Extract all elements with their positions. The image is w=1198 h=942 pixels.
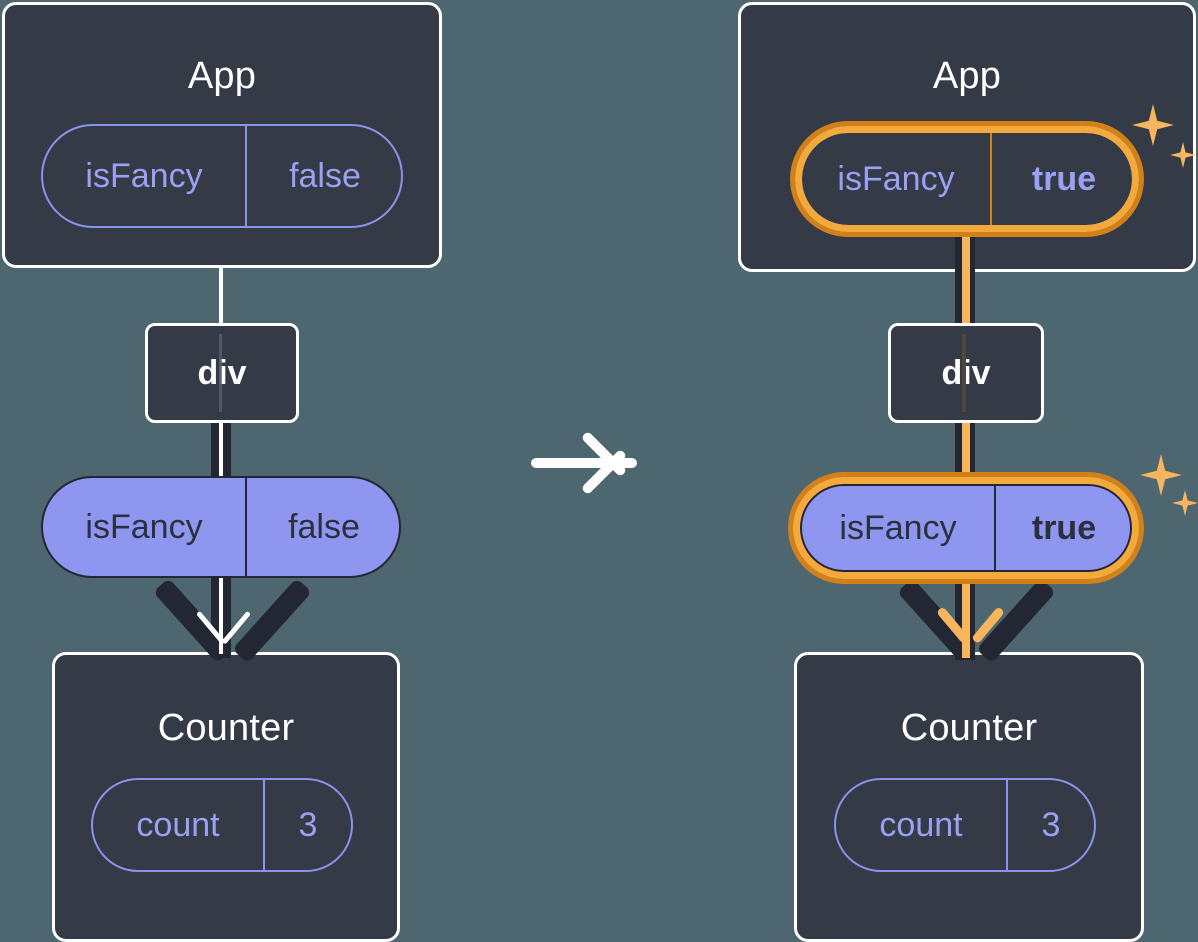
counter-state-pill-before[interactable]: count 3 xyxy=(91,778,353,872)
connector-through-div-after xyxy=(962,334,966,412)
counter-state-pill-after[interactable]: count 3 xyxy=(834,778,1096,872)
arrowhead-light-before xyxy=(196,610,251,662)
div-label-before: div xyxy=(197,353,247,392)
app-title-after: App xyxy=(932,55,1002,97)
connector-div-to-prop-line-before xyxy=(219,420,223,492)
prop-pill-before[interactable]: isFancy false xyxy=(41,476,401,578)
div-label-after: div xyxy=(941,353,991,392)
app-state-value-before: false xyxy=(289,156,361,195)
sparkle-big-icon xyxy=(1132,104,1174,146)
counter-state-key-before: count xyxy=(136,805,220,844)
pill-separator xyxy=(990,133,992,225)
pill-separator xyxy=(245,126,247,226)
sparkles-app-after xyxy=(1128,100,1198,190)
prop-value-before: false xyxy=(288,507,360,546)
counter-title-before: Counter xyxy=(157,707,295,749)
prop-key-after: isFancy xyxy=(839,508,957,547)
app-state-pill-after[interactable]: isFancy true xyxy=(800,131,1134,227)
counter-state-key-after: count xyxy=(879,805,963,844)
counter-title-after: Counter xyxy=(900,707,1038,749)
app-state-pill-before[interactable]: isFancy false xyxy=(41,124,403,228)
sparkles-prop-after xyxy=(1136,450,1198,536)
connector-app-to-div-before xyxy=(219,266,223,326)
app-state-value-after: true xyxy=(1031,159,1097,198)
prop-value-after: true xyxy=(1031,508,1097,547)
app-state-key-before: isFancy xyxy=(85,156,203,195)
counter-state-value-after: 3 xyxy=(1041,805,1061,844)
app-state-key-after: isFancy xyxy=(837,159,955,198)
sparkle-big-icon xyxy=(1140,454,1182,496)
connector-div-to-prop-line-after xyxy=(962,420,970,492)
pill-separator xyxy=(994,486,996,570)
sparkle-small-icon xyxy=(1170,142,1196,168)
pill-separator xyxy=(1006,780,1008,870)
connector-through-div-before xyxy=(219,334,222,412)
connector-app-to-div-line-after xyxy=(962,228,970,326)
arrow-right-icon xyxy=(531,458,637,468)
prop-key-before: isFancy xyxy=(85,507,203,546)
app-title-before: App xyxy=(187,55,257,97)
prop-pill-after[interactable]: isFancy true xyxy=(800,484,1132,572)
pill-separator xyxy=(263,780,265,870)
arrowhead-orange-after xyxy=(936,606,1005,662)
div-node-after[interactable]: div xyxy=(888,323,1044,423)
sparkle-small-icon xyxy=(1172,490,1198,516)
div-node-before[interactable]: div xyxy=(145,323,299,423)
transition-arrow xyxy=(531,420,649,506)
counter-state-value-before: 3 xyxy=(298,805,318,844)
pill-separator xyxy=(245,478,247,576)
